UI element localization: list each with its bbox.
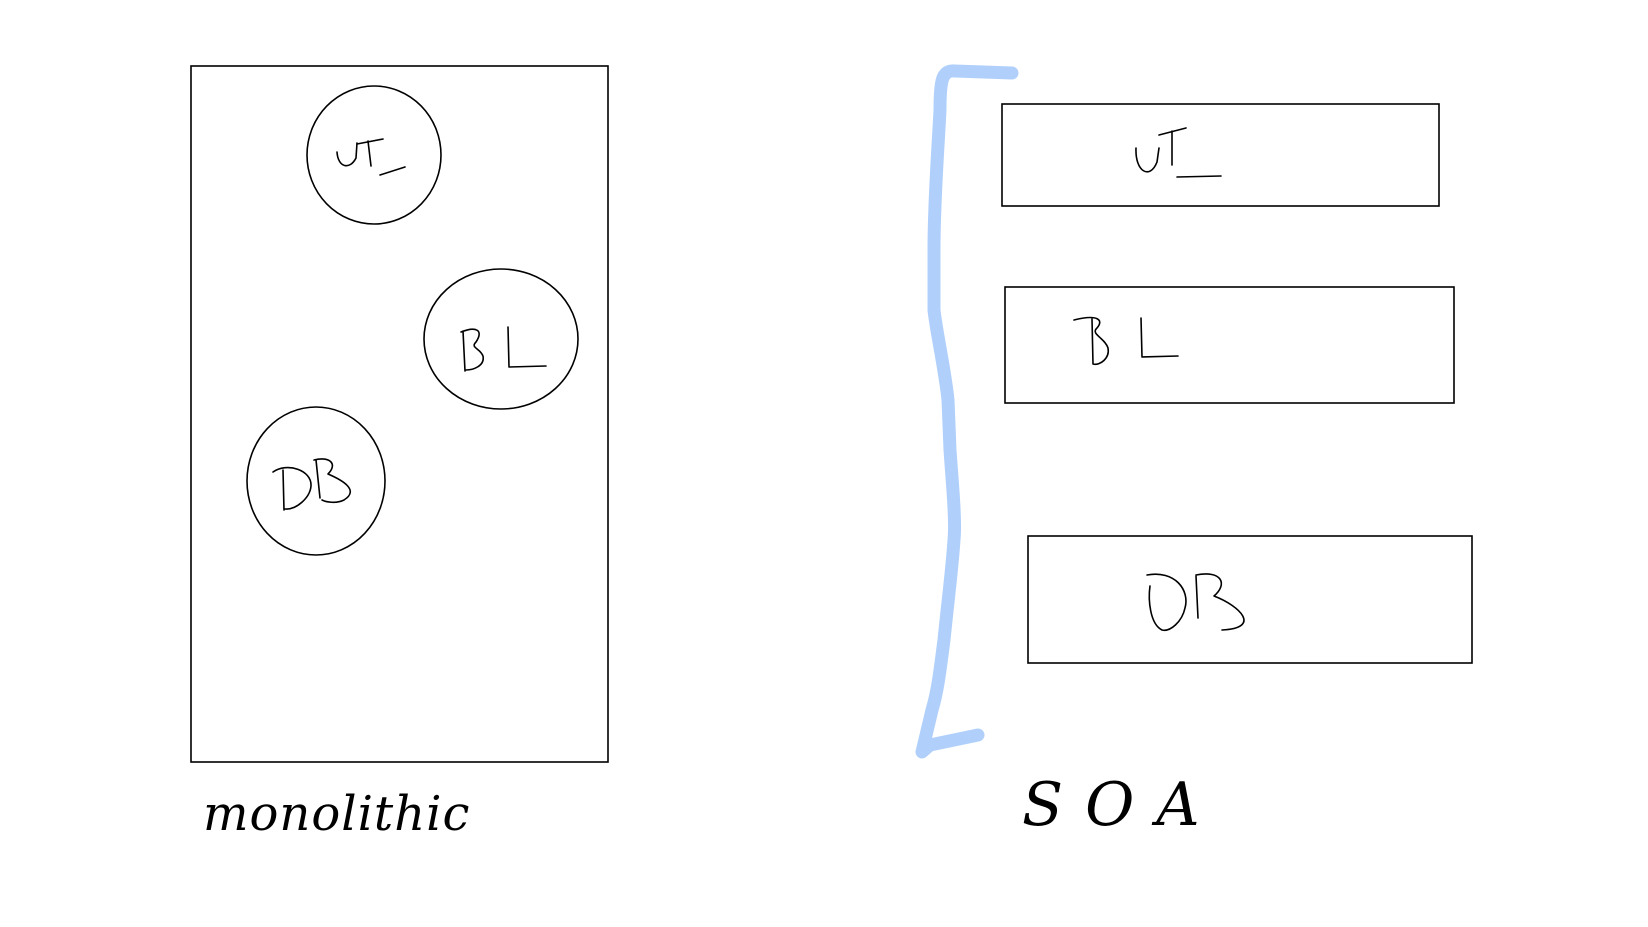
- handwritten-d-2: [1146, 573, 1187, 632]
- handwritten-b: [460, 328, 484, 372]
- soa-bl-box: [1004, 286, 1455, 404]
- monolithic-bl-circle: [423, 268, 579, 410]
- soa-caption: SOA: [1022, 770, 1222, 840]
- handwritten-u: [336, 142, 358, 167]
- soa-ui-component: UI: [1001, 103, 1440, 207]
- soa-group: UI BL DB SOA: [915, 64, 1473, 840]
- monolithic-db-component: DB: [246, 406, 386, 556]
- handwritten-i-2: [1158, 127, 1222, 178]
- handwritten-b-3: [1073, 316, 1110, 366]
- handwritten-i: [356, 138, 406, 176]
- handwritten-u-2: [1135, 147, 1160, 173]
- monolithic-group: UI BL DB monolithic: [190, 65, 609, 842]
- soa-db-component: DB: [1027, 535, 1473, 664]
- soa-bl-component: BL: [1004, 286, 1455, 404]
- handwritten-l: [507, 326, 547, 368]
- monolithic-bl-component: BL: [423, 268, 579, 410]
- handwritten-b-2: [313, 458, 352, 504]
- monolithic-ui-circle: [306, 85, 442, 225]
- soa-db-box: [1027, 535, 1473, 664]
- monolithic-db-circle: [246, 406, 386, 556]
- monolithic-ui-component: UI: [306, 85, 442, 225]
- monolithic-container: [190, 65, 609, 763]
- bracket-highlight: [915, 64, 1019, 759]
- monolithic-caption: monolithic: [203, 786, 470, 842]
- handwritten-b-4: [1195, 573, 1245, 631]
- handwritten-l-2: [1140, 317, 1179, 358]
- soa-ui-box: [1001, 103, 1440, 207]
- handwritten-d: [272, 466, 312, 511]
